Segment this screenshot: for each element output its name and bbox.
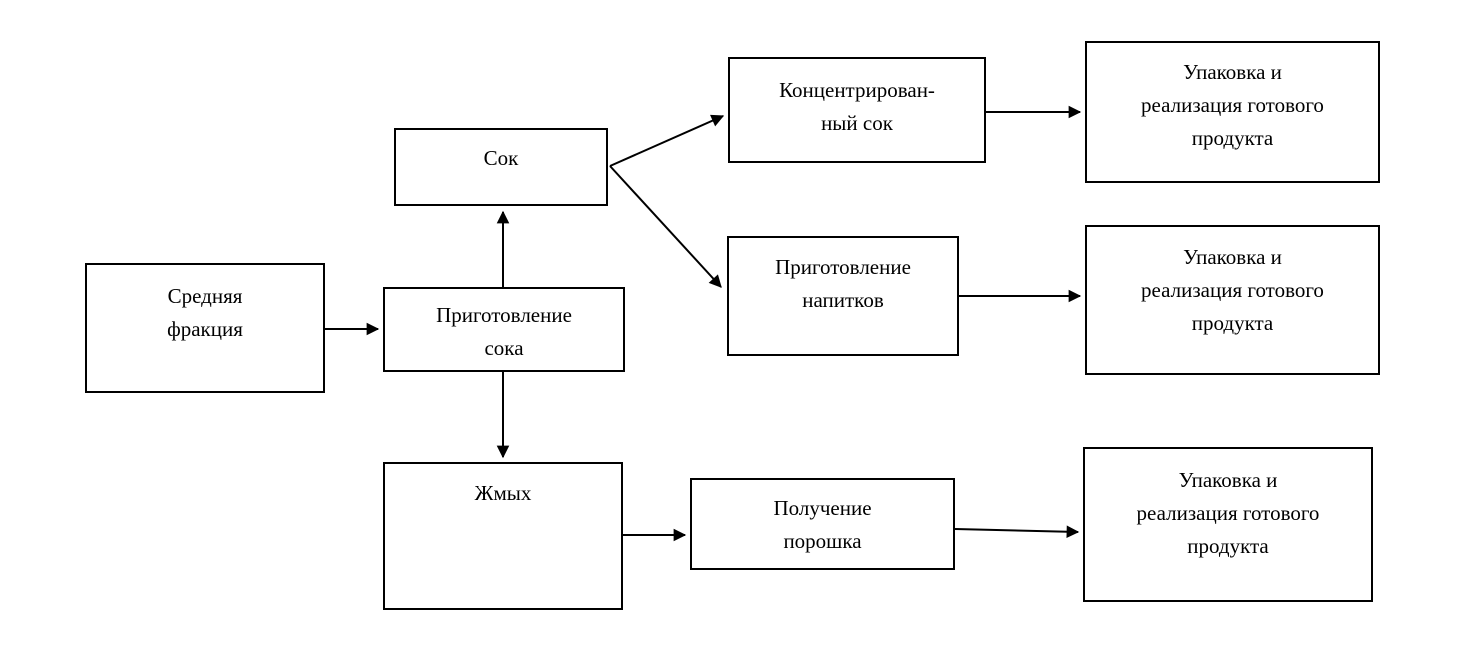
node-upakovka-3: Упаковка и реализация готового продукта [1083,447,1373,602]
arrow-sok-to-koncentrirovanny [609,114,725,167]
node-label-line: Упаковка и [1183,245,1282,269]
node-label-line: Упаковка и [1183,60,1282,84]
node-label-line: Приготовление [775,255,911,279]
node-upakovka-2: Упаковка и реализация готового продукта [1085,225,1380,375]
node-label-line: продукта [1187,534,1269,558]
node-label-line: продукта [1191,311,1274,335]
node-koncentrirovanny-sok: Концентрирован- ный сок [728,57,986,163]
node-label-line: Получение [773,496,872,520]
node-zhmykh: Жмых [383,462,623,610]
node-label-line: реализация готового [1141,93,1324,117]
arrow-sok-to-napitkov [609,165,722,288]
node-label-line: реализация готового [1136,501,1320,525]
node-srednyaya-frakciya: Средняя фракция [85,263,325,393]
node-prigotovlenie-soka: Приготовление сока [383,287,625,372]
node-label-line: сока [484,336,524,360]
node-label-line: Приготовление [436,303,572,327]
node-label-line: напитков [802,288,884,312]
node-label-line: Сок [483,146,519,170]
node-label-line: продукта [1191,126,1274,150]
node-label-line: Концентрирован- [779,78,935,102]
node-label-line: Средняя [167,284,243,308]
node-label-line: ный сок [821,111,893,135]
node-label-line: реализация готового [1141,278,1324,302]
node-label-line: Упаковка и [1178,468,1278,492]
node-poluchenie-poroshka: Получение порошка [690,478,955,570]
node-prigotovlenie-napitkov: Приготовление напитков [727,236,959,356]
node-sok: Сок [394,128,608,206]
node-label-line: порошка [783,529,862,553]
node-label-line: Жмых [474,481,532,505]
node-label-line: фракция [167,317,243,341]
node-upakovka-1: Упаковка и реализация готового продукта [1085,41,1380,183]
arrow-poroshka-to-upakovka-3 [954,525,1080,539]
